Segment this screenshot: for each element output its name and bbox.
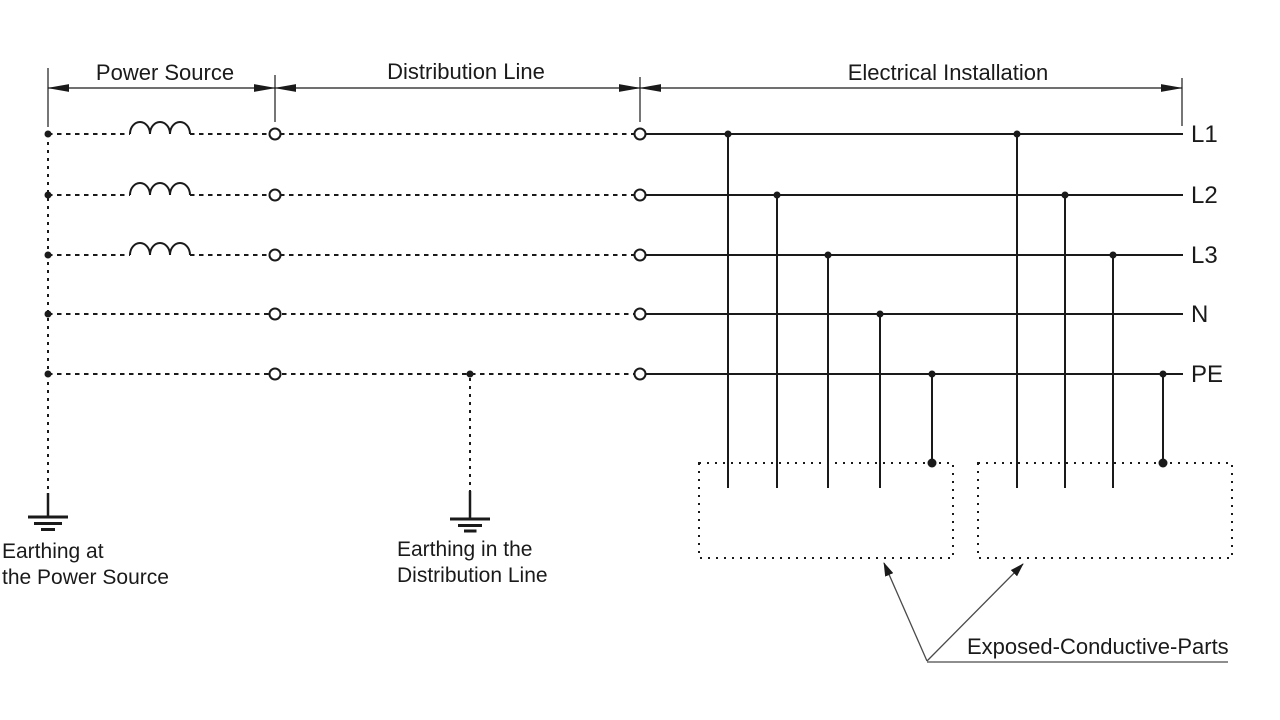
earthing-distribution-label-line2: Distribution Line xyxy=(397,564,548,587)
distribution-earthing: Earthing in the Distribution Line xyxy=(397,370,548,587)
callout-arrow xyxy=(926,563,1024,662)
junction-dot-icon xyxy=(44,191,52,199)
junction-dot-icon xyxy=(1109,251,1117,259)
bus-line-n: N xyxy=(48,301,1208,328)
junction-dot-icon xyxy=(928,370,936,378)
junction-dot-icon xyxy=(44,251,52,259)
bus-line-l1: L1 xyxy=(48,121,1218,148)
power-source-earthing: Earthing at the Power Source xyxy=(2,130,169,589)
junction-dot-icon xyxy=(876,310,884,318)
bus-line-l3: L3 xyxy=(48,242,1218,269)
bus-line-pe: PE xyxy=(48,361,1223,388)
installation-connections xyxy=(724,130,1168,488)
section-label-distribution-line: Distribution Line xyxy=(387,59,545,84)
section-label-electrical-installation: Electrical Installation xyxy=(848,60,1049,85)
bus-label-pe: PE xyxy=(1191,361,1223,388)
junction-dot-icon xyxy=(724,130,732,138)
earth-symbol-icon xyxy=(28,493,68,531)
junction-dot-icon xyxy=(1061,191,1069,199)
source-winding-icon xyxy=(129,182,191,196)
junction-dot-icon xyxy=(824,251,832,259)
junction-dot-icon xyxy=(773,191,781,199)
junction-dot-icon xyxy=(466,370,474,378)
source-winding-icon xyxy=(129,242,191,256)
terminal-node-icon xyxy=(633,367,647,381)
terminal-node-icon xyxy=(268,367,282,381)
junction-dot-icon xyxy=(1013,130,1021,138)
terminal-node-icon xyxy=(633,127,647,141)
callout-arrow xyxy=(883,562,928,662)
earthing-distribution-label-line1: Earthing in the xyxy=(397,538,532,561)
exposed-parts-box-1 xyxy=(698,462,954,559)
section-label-power-source: Power Source xyxy=(96,60,234,85)
terminal-node-icon xyxy=(633,188,647,202)
bus-label-l3: L3 xyxy=(1191,242,1218,269)
terminal-node-icon xyxy=(268,127,282,141)
exposed-conductive-parts: Exposed-Conductive-Parts xyxy=(698,462,1233,663)
bus-line-l2: L2 xyxy=(48,182,1218,209)
exposed-parts-label: Exposed-Conductive-Parts xyxy=(967,634,1229,659)
dimension-header: Power Source Distribution Line Electrica… xyxy=(47,59,1183,127)
bus-label-l1: L1 xyxy=(1191,121,1218,148)
terminal-node-icon xyxy=(268,248,282,262)
junction-dot-icon xyxy=(1159,370,1167,378)
earthing-power-source-label-line1: Earthing at xyxy=(2,540,104,563)
terminal-node-icon xyxy=(633,248,647,262)
terminal-node-icon xyxy=(268,188,282,202)
junction-dot-icon xyxy=(44,370,52,378)
junction-dot-icon xyxy=(44,310,52,318)
terminal-node-icon xyxy=(633,307,647,321)
source-winding-icon xyxy=(129,121,191,135)
bus-lines: L1 L2 L3 N xyxy=(48,121,1223,388)
junction-dot-icon xyxy=(44,130,52,138)
terminal-node-icon xyxy=(268,307,282,321)
earth-symbol-icon xyxy=(450,491,490,533)
bus-label-l2: L2 xyxy=(1191,182,1218,209)
earthing-power-source-label-line2: the Power Source xyxy=(2,566,169,589)
bus-label-n: N xyxy=(1191,301,1208,328)
